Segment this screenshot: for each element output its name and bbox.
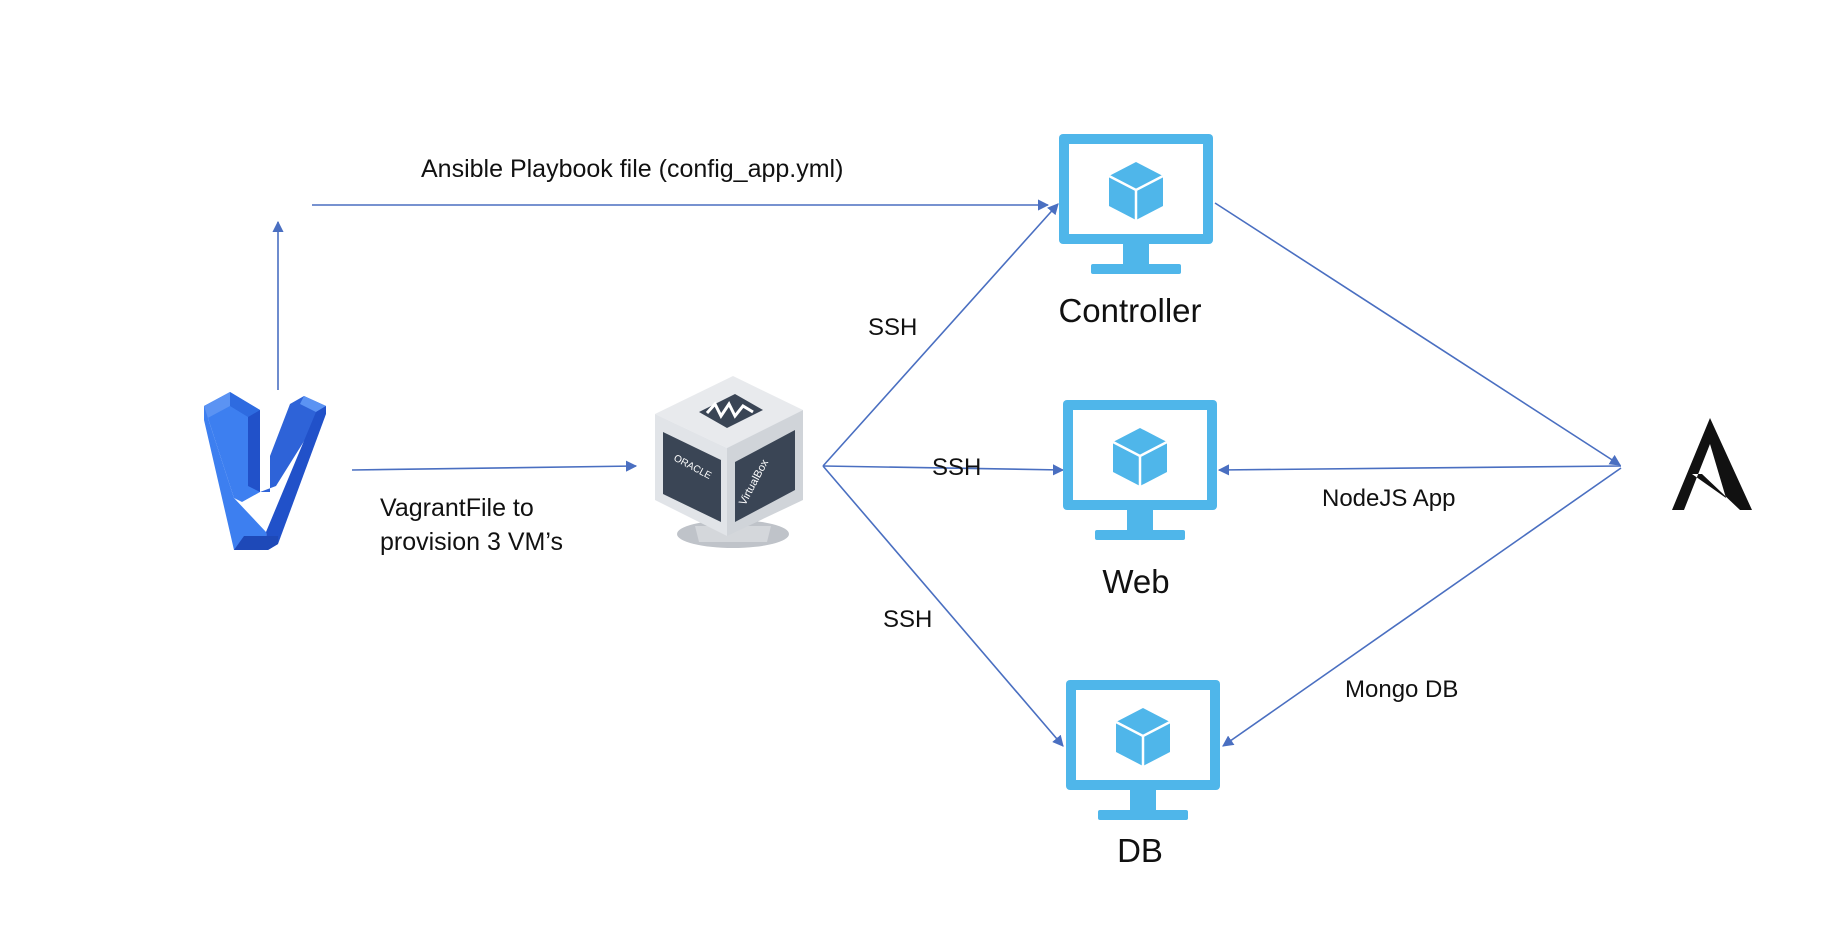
nodejs-label: NodeJS App	[1322, 485, 1455, 512]
web-node: Web	[1063, 400, 1217, 600]
ansible-logo-icon	[1672, 418, 1752, 510]
controller-label: Controller	[1058, 292, 1201, 329]
db-label: DB	[1117, 832, 1163, 869]
ssh-db-arrow	[822, 465, 1064, 747]
ansible-db-arrow	[1222, 467, 1622, 747]
vagrant-logo-icon	[204, 392, 326, 550]
mongo-label: Mongo DB	[1345, 676, 1458, 703]
controller-node: Controller	[1058, 134, 1213, 329]
ssh-web-arrow	[822, 464, 1065, 476]
playbook-label: Ansible Playbook file (config_app.yml)	[421, 155, 843, 183]
ssh-web-label: SSH	[932, 454, 981, 481]
vm-monitor-icon	[1066, 680, 1220, 820]
vm-monitor-icon	[1059, 134, 1213, 274]
virtualbox-logo-icon: ORACLE VirtualBox	[655, 376, 803, 548]
ssh-controller-label: SSH	[868, 314, 917, 341]
db-node: DB	[1066, 680, 1220, 869]
vagrantfile-label-line2: provision 3 VM’s	[380, 528, 563, 556]
vagrantfile-arrow	[351, 460, 638, 472]
ssh-db-label: SSH	[883, 606, 932, 633]
edge-labels: Ansible Playbook file (config_app.yml) V…	[380, 155, 1458, 703]
edges	[272, 199, 1622, 747]
vagrantfile-label-line1: VagrantFile to	[380, 494, 534, 522]
web-label: Web	[1102, 563, 1169, 600]
ssh-controller-arrow	[822, 203, 1059, 467]
controller-ansible-arrow	[1214, 202, 1621, 466]
ansible-web-arrow	[1217, 464, 1622, 476]
vm-monitor-icon	[1063, 400, 1217, 540]
